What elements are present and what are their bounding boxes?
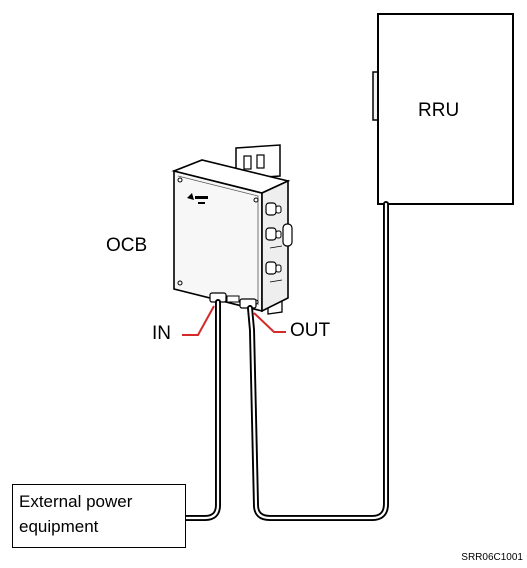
ocb-side-connectors: [265, 202, 293, 283]
ocb-logo-icon: [187, 193, 208, 204]
in-leader-line: [182, 305, 215, 336]
external-power-label-line1: External power: [19, 492, 133, 511]
external-power-label-line2: equipment: [19, 517, 99, 536]
out-leader-line: [253, 312, 286, 333]
ocb-front-face: [173, 169, 263, 313]
rru-body: [377, 13, 514, 205]
external-power-equipment-box: External power equipment: [12, 484, 186, 548]
ocb-label: OCB: [106, 235, 148, 256]
power-cables: [183, 201, 389, 521]
ocb-device: [171, 159, 293, 313]
rru-label: RRU: [418, 100, 460, 121]
out-label: OUT: [290, 320, 331, 341]
ocb-side-face: [261, 179, 289, 313]
in-label: IN: [152, 323, 171, 344]
leader-lines: [182, 305, 286, 336]
figure-id: SRR06C1001: [461, 552, 523, 563]
rru-unit: [372, 13, 514, 205]
